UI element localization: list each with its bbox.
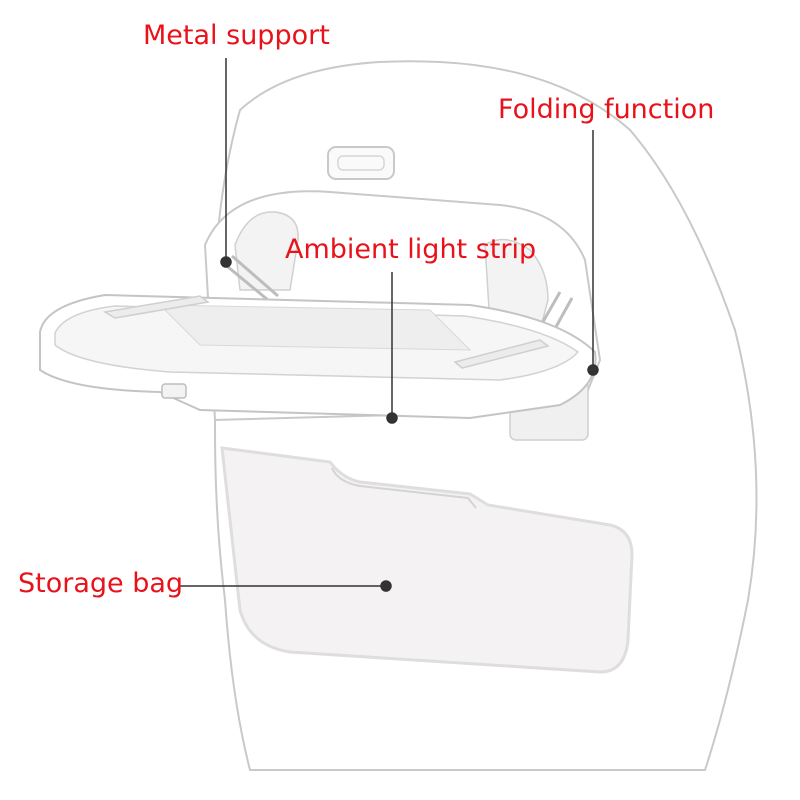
right-inner-pad	[484, 238, 549, 331]
storage-pocket	[220, 446, 634, 674]
folding-function-dot	[587, 364, 599, 376]
tray-buckle	[161, 383, 187, 399]
label-folding-function: Folding function	[498, 94, 715, 125]
storage-bag-dot	[380, 580, 392, 592]
label-metal-support: Metal support	[143, 20, 330, 51]
pocket-opening	[331, 467, 477, 509]
tray-inner-surface	[158, 304, 472, 351]
metal-support-dot	[220, 256, 232, 268]
left-metal-arm	[221, 254, 279, 302]
ambient-light-dot	[386, 412, 398, 424]
right-hinge-slot	[453, 339, 550, 369]
headrest-button	[327, 146, 395, 180]
label-storage-bag: Storage bag	[18, 568, 184, 599]
left-hinge-slot	[102, 295, 210, 319]
label-ambient-light-strip: Ambient light strip	[285, 234, 537, 265]
